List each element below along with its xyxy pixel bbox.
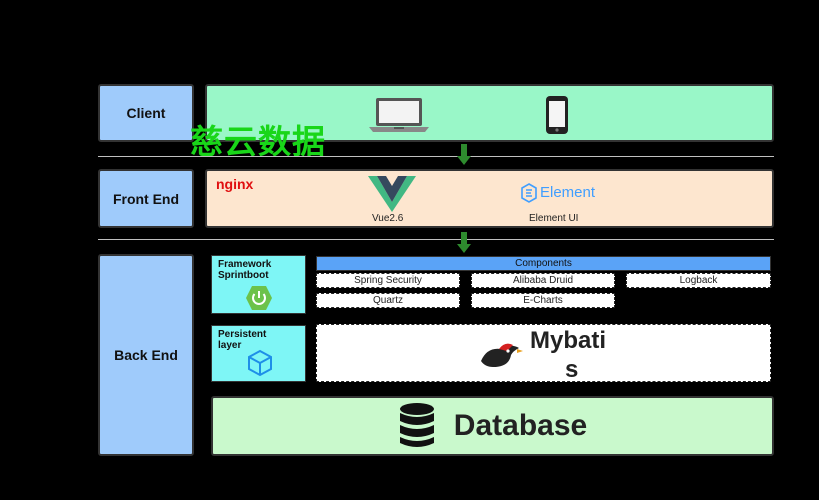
element-ui-label: Element UI	[529, 213, 579, 224]
component-spring-security: Spring Security	[316, 273, 460, 288]
vue-version-label: Vue2.6	[372, 213, 404, 224]
component-alibaba-druid-text: Alibaba Druid	[512, 275, 574, 286]
mobile-phone-icon	[546, 96, 568, 134]
framework-box: Framework Sprintboot	[211, 255, 306, 314]
framework-name-text: Sprintboot	[218, 270, 269, 281]
database-label: Database	[453, 409, 588, 442]
frontend-layer-label: Front End	[98, 169, 194, 228]
client-layer-label: Client	[98, 84, 194, 142]
divider-client-frontend	[98, 156, 774, 157]
nginx-label: nginx	[216, 176, 254, 192]
mybatis-box: Mybati s	[316, 324, 771, 383]
laptop-icon	[369, 98, 429, 132]
mybatis-bird-icon	[481, 343, 523, 367]
client-label-text: Client	[126, 105, 166, 121]
frontend-label-text: Front End	[112, 190, 180, 207]
persistent-title-text: Persistent	[218, 329, 267, 340]
client-panel	[205, 84, 774, 142]
component-spring-security-text: Spring Security	[354, 275, 422, 286]
vue-logo-icon	[368, 176, 416, 212]
element-logo-text: Element	[540, 184, 596, 201]
component-logback-text: Logback	[679, 275, 718, 286]
watermark-text: 慈云数据	[190, 123, 326, 160]
component-alibaba-druid: Alibaba Druid	[471, 273, 615, 288]
backend-layer-label: Back End	[98, 254, 194, 456]
component-quartz: Quartz	[316, 293, 460, 308]
persistent-title: Persistent layer	[218, 329, 266, 351]
database-panel: Database	[211, 396, 774, 456]
framework-title: Framework Sprintboot	[218, 259, 271, 281]
frontend-panel: nginx Vue2.6 Element Element UI	[205, 169, 774, 228]
persistent-layer-box: Persistent layer	[211, 325, 306, 382]
component-logback: Logback	[626, 273, 771, 288]
arrow-down-icon	[457, 144, 471, 165]
components-header: Components	[316, 256, 771, 271]
element-logo-icon	[521, 183, 537, 203]
cube-icon	[248, 349, 272, 377]
components-header-text: Components	[515, 258, 572, 269]
backend-label-text: Back End	[114, 347, 178, 363]
mybatis-line2: s	[565, 356, 579, 383]
arrow-down-icon	[457, 232, 471, 253]
framework-title-text: Framework	[218, 259, 272, 270]
component-echarts: E-Charts	[471, 293, 615, 308]
spring-boot-power-icon	[246, 286, 272, 310]
persistent-sub-text: layer	[218, 340, 242, 351]
divider-frontend-backend	[98, 239, 774, 240]
component-echarts-text: E-Charts	[523, 295, 563, 306]
component-quartz-text: Quartz	[372, 295, 403, 306]
database-icon	[399, 403, 434, 447]
mybatis-line1: Mybati	[530, 327, 607, 354]
